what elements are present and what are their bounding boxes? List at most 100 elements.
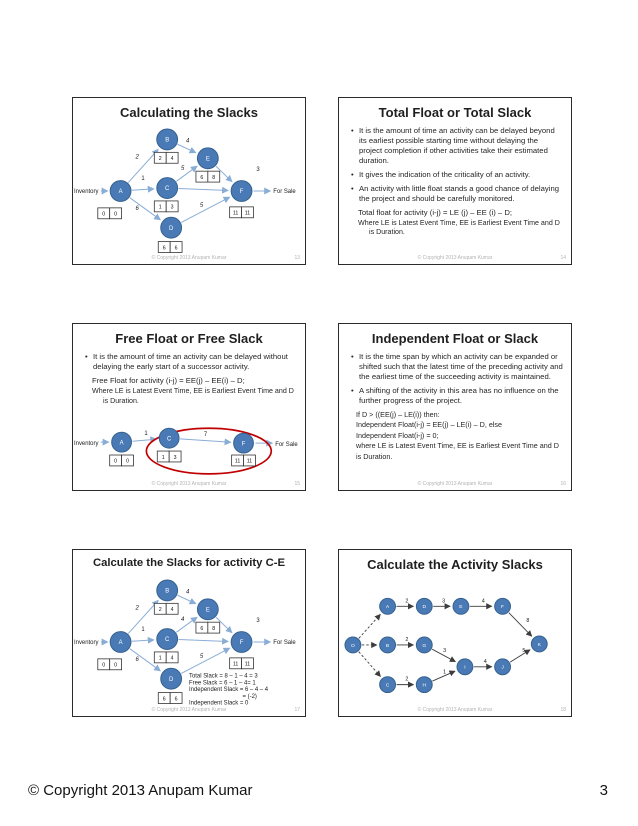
event-time-value: 11 [245, 211, 251, 217]
event-time-box [169, 692, 183, 704]
event-time-box [207, 621, 221, 634]
formula-line: If D > ((EE(j) – LE(i)) then: [356, 409, 440, 419]
node-letter-H: H [422, 682, 426, 688]
node-A: A [379, 597, 397, 615]
node-letter-F: F [242, 441, 246, 447]
edge-label-C-F: 7 [204, 432, 207, 438]
side-label: Inventory [74, 189, 98, 195]
node-letter-A: A [119, 640, 123, 646]
node-circle-F [230, 631, 253, 653]
node-circle-D [160, 667, 183, 690]
node-letter-K: K [538, 642, 542, 648]
event-time-value: 8 [212, 626, 215, 632]
slide-footer-copyright: © Copyright 2013 Anupam Kumar [151, 481, 227, 487]
side-label: Inventory [74, 441, 98, 447]
slide-footer: © Copyright 2013 Anupam Kumar 17 [73, 707, 305, 714]
slide-number: 16 [560, 481, 566, 487]
node-B: B [379, 636, 397, 654]
node-circle-C [156, 177, 179, 199]
node-circle-K [530, 635, 548, 653]
node-circle-F [494, 597, 512, 615]
edge-A-C [131, 185, 155, 193]
formula-note: Where LE is Latest Event Time, EE is Ear… [92, 387, 294, 405]
event-time-box [168, 450, 182, 463]
edge-label-C-E: 5 [181, 166, 185, 172]
highlight-ellipse [145, 427, 273, 475]
edge-label-E-F: 3 [256, 618, 260, 624]
node-circle-F [233, 432, 254, 454]
edge-B-E [177, 594, 197, 605]
edge-C-F [178, 186, 230, 194]
page-footer-copyright: © Copyright 2013 Anupam Kumar [28, 782, 253, 799]
edge-D-F [181, 647, 231, 674]
edge-label-D-F: 5 [200, 203, 204, 209]
edge-label-H-I: 1 [443, 670, 446, 676]
event-time-value: 1 [159, 656, 162, 662]
edge-A-D [129, 197, 162, 221]
slide-number: 15 [294, 481, 300, 487]
slide-number: 13 [294, 255, 300, 261]
bullet-item: It is the amount of time an activity can… [351, 126, 563, 167]
event-time-box [165, 602, 179, 615]
slide-number: 14 [560, 255, 566, 261]
node-K: K [530, 635, 548, 653]
edge-label-E-F: 4 [482, 598, 485, 604]
edge-label-A-D: 2 [405, 598, 408, 604]
slack-calculation-line: Independent Slack = 0 [189, 701, 249, 707]
slide-number: 17 [294, 707, 300, 713]
edge-C-E [176, 165, 198, 182]
event-time-value: 6 [175, 696, 178, 702]
event-time-value: 6 [175, 245, 178, 251]
slack-calculation-line: Total Slack = 8 – 1 – 4 = 3 [189, 674, 258, 680]
node-circle-C [158, 427, 180, 449]
slide-footer-copyright: © Copyright 2013 Anupam Kumar [151, 707, 227, 713]
edge-label-A-D: 6 [135, 657, 139, 663]
node-I: I [456, 658, 474, 676]
activity-network-diagram: 21644735InventoryFor SaleA00B24C14D66E68… [74, 579, 296, 707]
event-time-value: 0 [126, 459, 129, 465]
slack-calculation-line: Free Slack = 6 – 1 – 4= 1 [189, 680, 256, 686]
slide-title: Calculate the Slacks for activity C-E [92, 557, 286, 569]
edge-label-G-I: 3 [443, 648, 446, 654]
edge-C-F [178, 637, 230, 645]
event-time-value: 1 [159, 205, 162, 211]
node-circle-E [196, 147, 219, 170]
edge-label-E-F: 3 [256, 167, 260, 173]
node-letter-D: D [422, 604, 426, 610]
bullet-list: It is the amount of time an activity can… [85, 352, 297, 372]
edge-D-F [181, 196, 231, 223]
event-time-box [165, 651, 179, 664]
node-O: O [344, 636, 362, 654]
edge-E-F [215, 616, 233, 634]
formula-line: Independent Float(i-j) = EE(j) – LE(i) –… [356, 420, 503, 430]
slide-free-float: Free Float or Free Slack It is the amoun… [72, 323, 306, 491]
node-letter-E: E [206, 156, 210, 162]
event-time-box [109, 207, 122, 220]
edge-label-A-C: 1 [141, 176, 145, 182]
node-circle-D [160, 216, 183, 239]
node-letter-D: D [169, 226, 173, 232]
node-letter-B: B [165, 589, 169, 595]
side-label: For Sale [273, 189, 296, 195]
node-letter-A: A [386, 604, 390, 610]
node-letter-C: C [167, 436, 172, 442]
event-time-value: 6 [200, 175, 203, 181]
slide-footer: © Copyright 2013 Anupam Kumar 18 [339, 707, 571, 714]
event-time-value: 11 [247, 459, 253, 465]
node-letter-E: E [459, 604, 463, 610]
node-letter-I: I [464, 665, 465, 671]
event-time-value: 0 [114, 663, 117, 669]
event-time-value: 2 [159, 156, 162, 162]
edge-G-I [431, 648, 456, 663]
node-circle-C [379, 676, 397, 694]
